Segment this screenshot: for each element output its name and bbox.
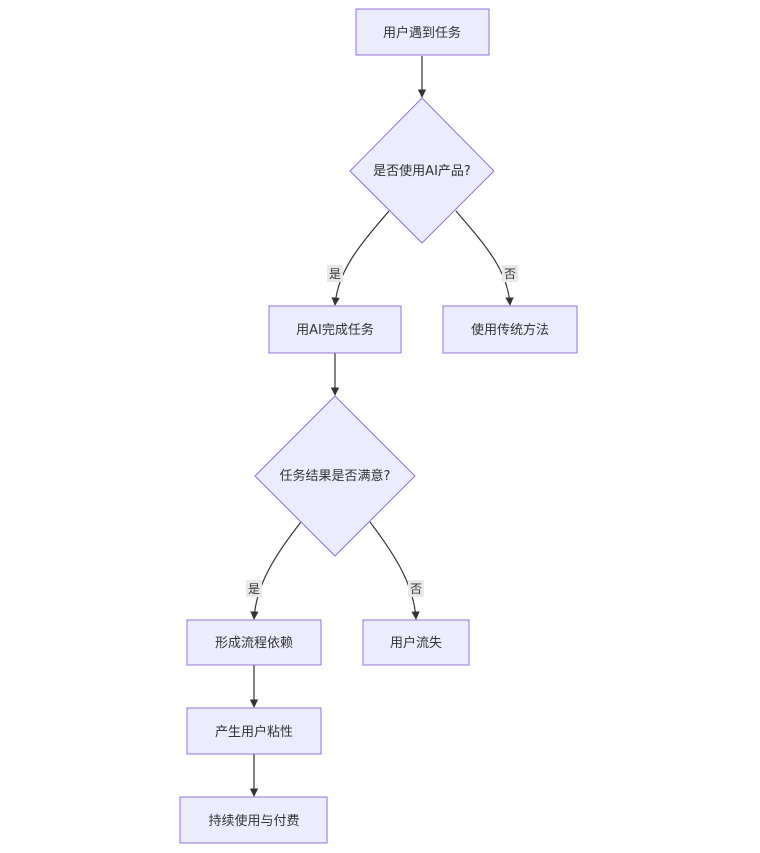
- svg-text:是: 是: [329, 267, 341, 281]
- svg-text:使用传统方法: 使用传统方法: [471, 322, 549, 338]
- svg-text:任务结果是否满意?: 任务结果是否满意?: [280, 468, 391, 484]
- node-dependency: 形成流程依赖: [186, 619, 322, 666]
- node-stickiness: 产生用户粘性: [186, 707, 322, 755]
- svg-text:持续使用与付费: 持续使用与付费: [208, 813, 299, 829]
- edge-label-yes-1: 是: [327, 265, 343, 282]
- svg-text:否: 否: [504, 267, 516, 281]
- edge-decision1-yes: [331, 210, 390, 306]
- edge-decision1-no: [455, 210, 514, 306]
- svg-text:形成流程依赖: 形成流程依赖: [215, 636, 293, 651]
- svg-text:产生用户粘性: 产生用户粘性: [215, 724, 293, 740]
- edge-decision2-yes: [250, 521, 302, 620]
- svg-text:用户流失: 用户流失: [390, 635, 442, 651]
- node-decision-use-ai: 是否使用AI产品?: [349, 97, 495, 244]
- node-use-ai: 用AI完成任务: [268, 305, 402, 354]
- edge-label-yes-2: 是: [246, 580, 262, 597]
- svg-text:否: 否: [410, 582, 422, 596]
- edge-label-no-1: 否: [502, 265, 518, 282]
- svg-text:是: 是: [248, 582, 260, 596]
- svg-text:用AI完成任务: 用AI完成任务: [296, 322, 374, 338]
- svg-text:是否使用AI产品?: 是否使用AI产品?: [373, 163, 471, 179]
- edges: [249, 56, 514, 797]
- node-churn: 用户流失: [362, 619, 470, 666]
- node-start: 用户遇到任务: [355, 8, 490, 56]
- node-paying: 持续使用与付费: [179, 796, 328, 844]
- node-traditional: 使用传统方法: [442, 305, 578, 354]
- svg-text:用户遇到任务: 用户遇到任务: [383, 25, 461, 41]
- node-decision-satisfied: 任务结果是否满意?: [254, 395, 416, 557]
- edge-label-no-2: 否: [408, 580, 424, 597]
- edge-decision2-no: [369, 521, 420, 620]
